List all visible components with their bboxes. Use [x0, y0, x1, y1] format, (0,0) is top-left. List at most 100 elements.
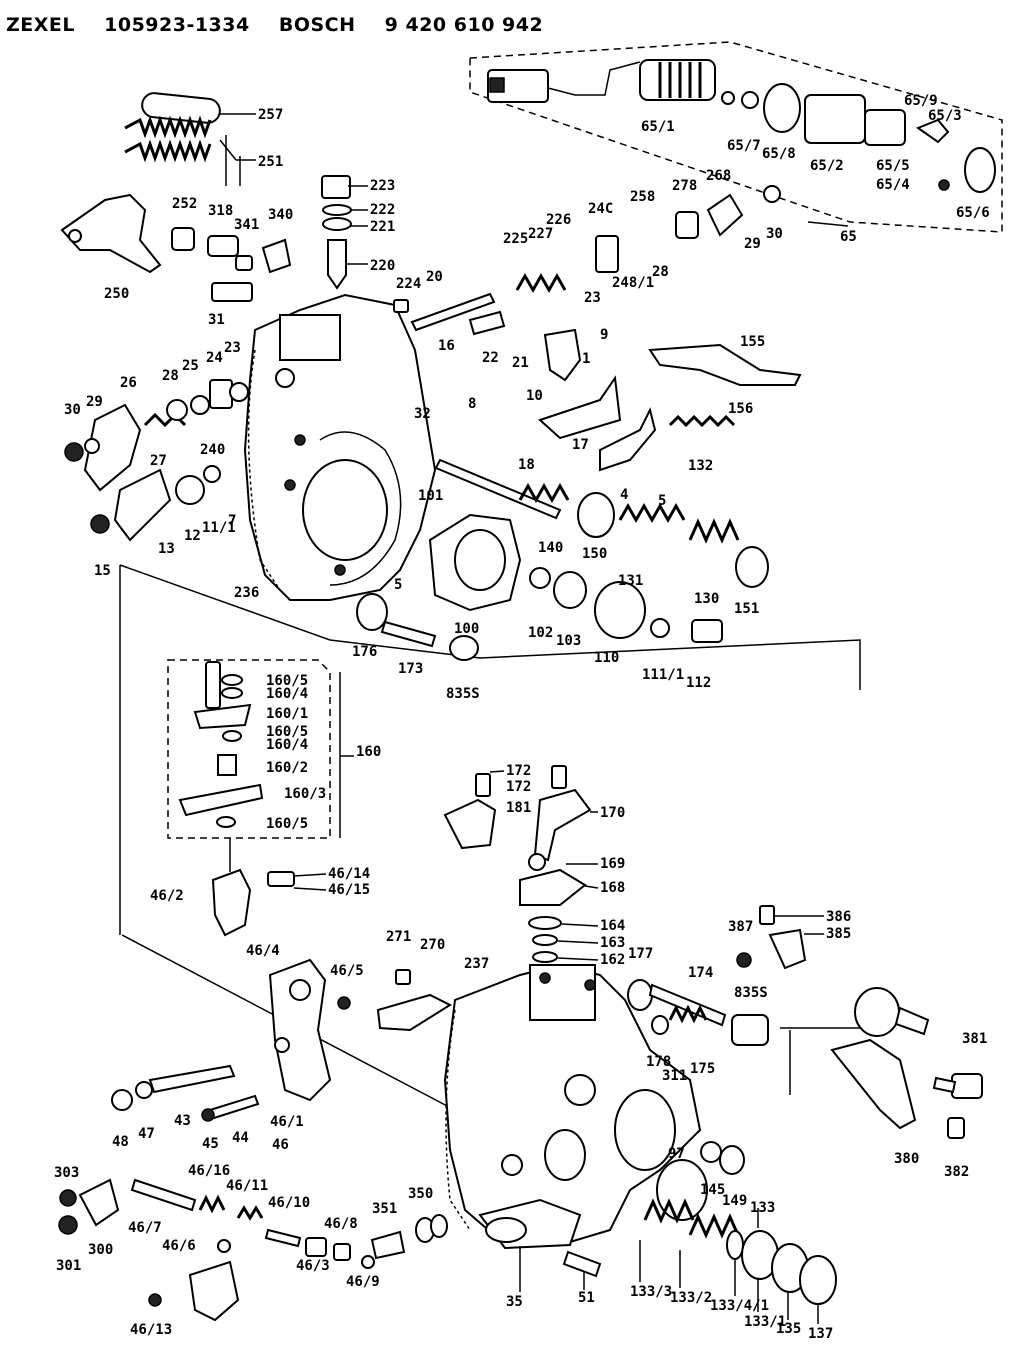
lower-right-parts — [485, 1141, 837, 1305]
callout-30-mid: 30 — [64, 402, 81, 418]
callout-46-15: 46/15 — [328, 882, 370, 898]
callout-10: 10 — [526, 388, 543, 404]
callout-132: 132 — [688, 458, 713, 474]
callout-112: 112 — [686, 675, 711, 691]
callout-46-6: 46/6 — [162, 1238, 196, 1254]
left-governor-parts — [64, 379, 249, 542]
callout-65-7: 65/7 — [727, 138, 761, 154]
callout-381: 381 — [962, 1031, 987, 1047]
callout-5-mid: 5 — [394, 577, 402, 593]
callout-9: 9 — [600, 327, 608, 343]
callout-1: 1 — [582, 351, 590, 367]
callout-7: 7 — [228, 513, 236, 529]
callout-251: 251 — [258, 154, 283, 170]
callout-23-mid: 23 — [224, 340, 241, 356]
stop-lever-linkage — [443, 765, 592, 963]
leader-lines — [219, 113, 849, 1324]
frame-line-top — [119, 564, 481, 659]
callout-28-mid: 28 — [162, 368, 179, 384]
callout-46-11: 46/11 — [226, 1178, 268, 1194]
callout-48: 48 — [112, 1134, 129, 1150]
callout-224: 224 — [396, 276, 421, 292]
callout-24: 24 — [206, 350, 223, 366]
callout-20: 20 — [426, 269, 443, 285]
callout-103: 103 — [556, 633, 581, 649]
callout-133-2: 133/2 — [670, 1290, 712, 1306]
callout-46-7: 46/7 — [128, 1220, 162, 1236]
callout-65-6: 65/6 — [956, 205, 990, 221]
callout-174: 174 — [688, 965, 713, 981]
callout-46-13: 46/13 — [130, 1322, 172, 1338]
callout-102: 102 — [528, 625, 553, 641]
callout-16: 16 — [438, 338, 455, 354]
callout-248-1: 248/1 — [612, 275, 654, 291]
callout-15: 15 — [94, 563, 111, 579]
callout-133: 133 — [750, 1200, 775, 1216]
group-65-parts — [487, 59, 996, 193]
group-160-dashed-box — [167, 659, 331, 839]
callout-160-4-b: 160/4 — [266, 737, 308, 753]
callout-65-3: 65/3 — [928, 108, 962, 124]
callout-318: 318 — [208, 203, 233, 219]
callout-223: 223 — [370, 178, 395, 194]
callout-12: 12 — [184, 528, 201, 544]
callout-22: 22 — [482, 350, 499, 366]
lever-group-46 — [111, 868, 351, 1122]
callout-257: 257 — [258, 107, 283, 123]
callout-386: 386 — [826, 909, 851, 925]
callout-351: 351 — [372, 1201, 397, 1217]
callout-65-5: 65/5 — [876, 158, 910, 174]
callout-111-1: 111/1 — [642, 667, 684, 683]
callout-65-4: 65/4 — [876, 177, 910, 193]
callout-140: 140 — [538, 540, 563, 556]
callout-181: 181 — [506, 800, 531, 816]
callout-175: 175 — [690, 1061, 715, 1077]
callout-29-top: 29 — [744, 236, 761, 252]
callout-160-3: 160/3 — [284, 786, 326, 802]
callout-46-16: 46/16 — [188, 1163, 230, 1179]
callout-28-top: 28 — [652, 264, 669, 280]
callout-160-2: 160/2 — [266, 760, 308, 776]
callout-176: 176 — [352, 644, 377, 660]
callout-32: 32 — [414, 406, 431, 422]
group-160-parts — [178, 661, 264, 828]
callout-163: 163 — [600, 935, 625, 951]
callout-97: 97 — [668, 1146, 685, 1162]
callout-221: 221 — [370, 219, 395, 235]
callout-227: 227 — [528, 226, 553, 242]
shaft-and-levers — [410, 185, 802, 472]
right-side-parts — [376, 905, 983, 1139]
callout-311: 311 — [662, 1068, 687, 1084]
callout-131: 131 — [618, 573, 643, 589]
callout-160-1: 160/1 — [266, 706, 308, 722]
brand-zexel: ZEXEL — [6, 14, 75, 36]
callout-271: 271 — [386, 929, 411, 945]
callout-21: 21 — [512, 355, 529, 371]
callout-380: 380 — [894, 1151, 919, 1167]
callout-835s-top: 835S — [446, 686, 480, 702]
callout-31: 31 — [208, 312, 225, 328]
callout-46-8: 46/8 — [324, 1216, 358, 1232]
callout-225: 225 — [503, 231, 528, 247]
callout-170: 170 — [600, 805, 625, 821]
callout-130: 130 — [694, 591, 719, 607]
callout-385: 385 — [826, 926, 851, 942]
callout-156: 156 — [728, 401, 753, 417]
callout-11-1: 11/1 — [202, 520, 236, 536]
callout-43: 43 — [174, 1113, 191, 1129]
callout-172-a: 172 — [506, 763, 531, 779]
lower-left-parts — [58, 1178, 448, 1322]
callout-51: 51 — [578, 1290, 595, 1306]
callout-27: 27 — [150, 453, 167, 469]
callout-300: 300 — [88, 1242, 113, 1258]
callout-13: 13 — [158, 541, 175, 557]
callout-44: 44 — [232, 1130, 249, 1146]
callout-162: 162 — [600, 952, 625, 968]
callout-350: 350 — [408, 1186, 433, 1202]
callout-65: 65 — [840, 229, 857, 245]
callout-303: 303 — [54, 1165, 79, 1181]
callout-169: 169 — [600, 856, 625, 872]
callout-222: 222 — [370, 202, 395, 218]
lower-pump-housing — [443, 963, 702, 1250]
